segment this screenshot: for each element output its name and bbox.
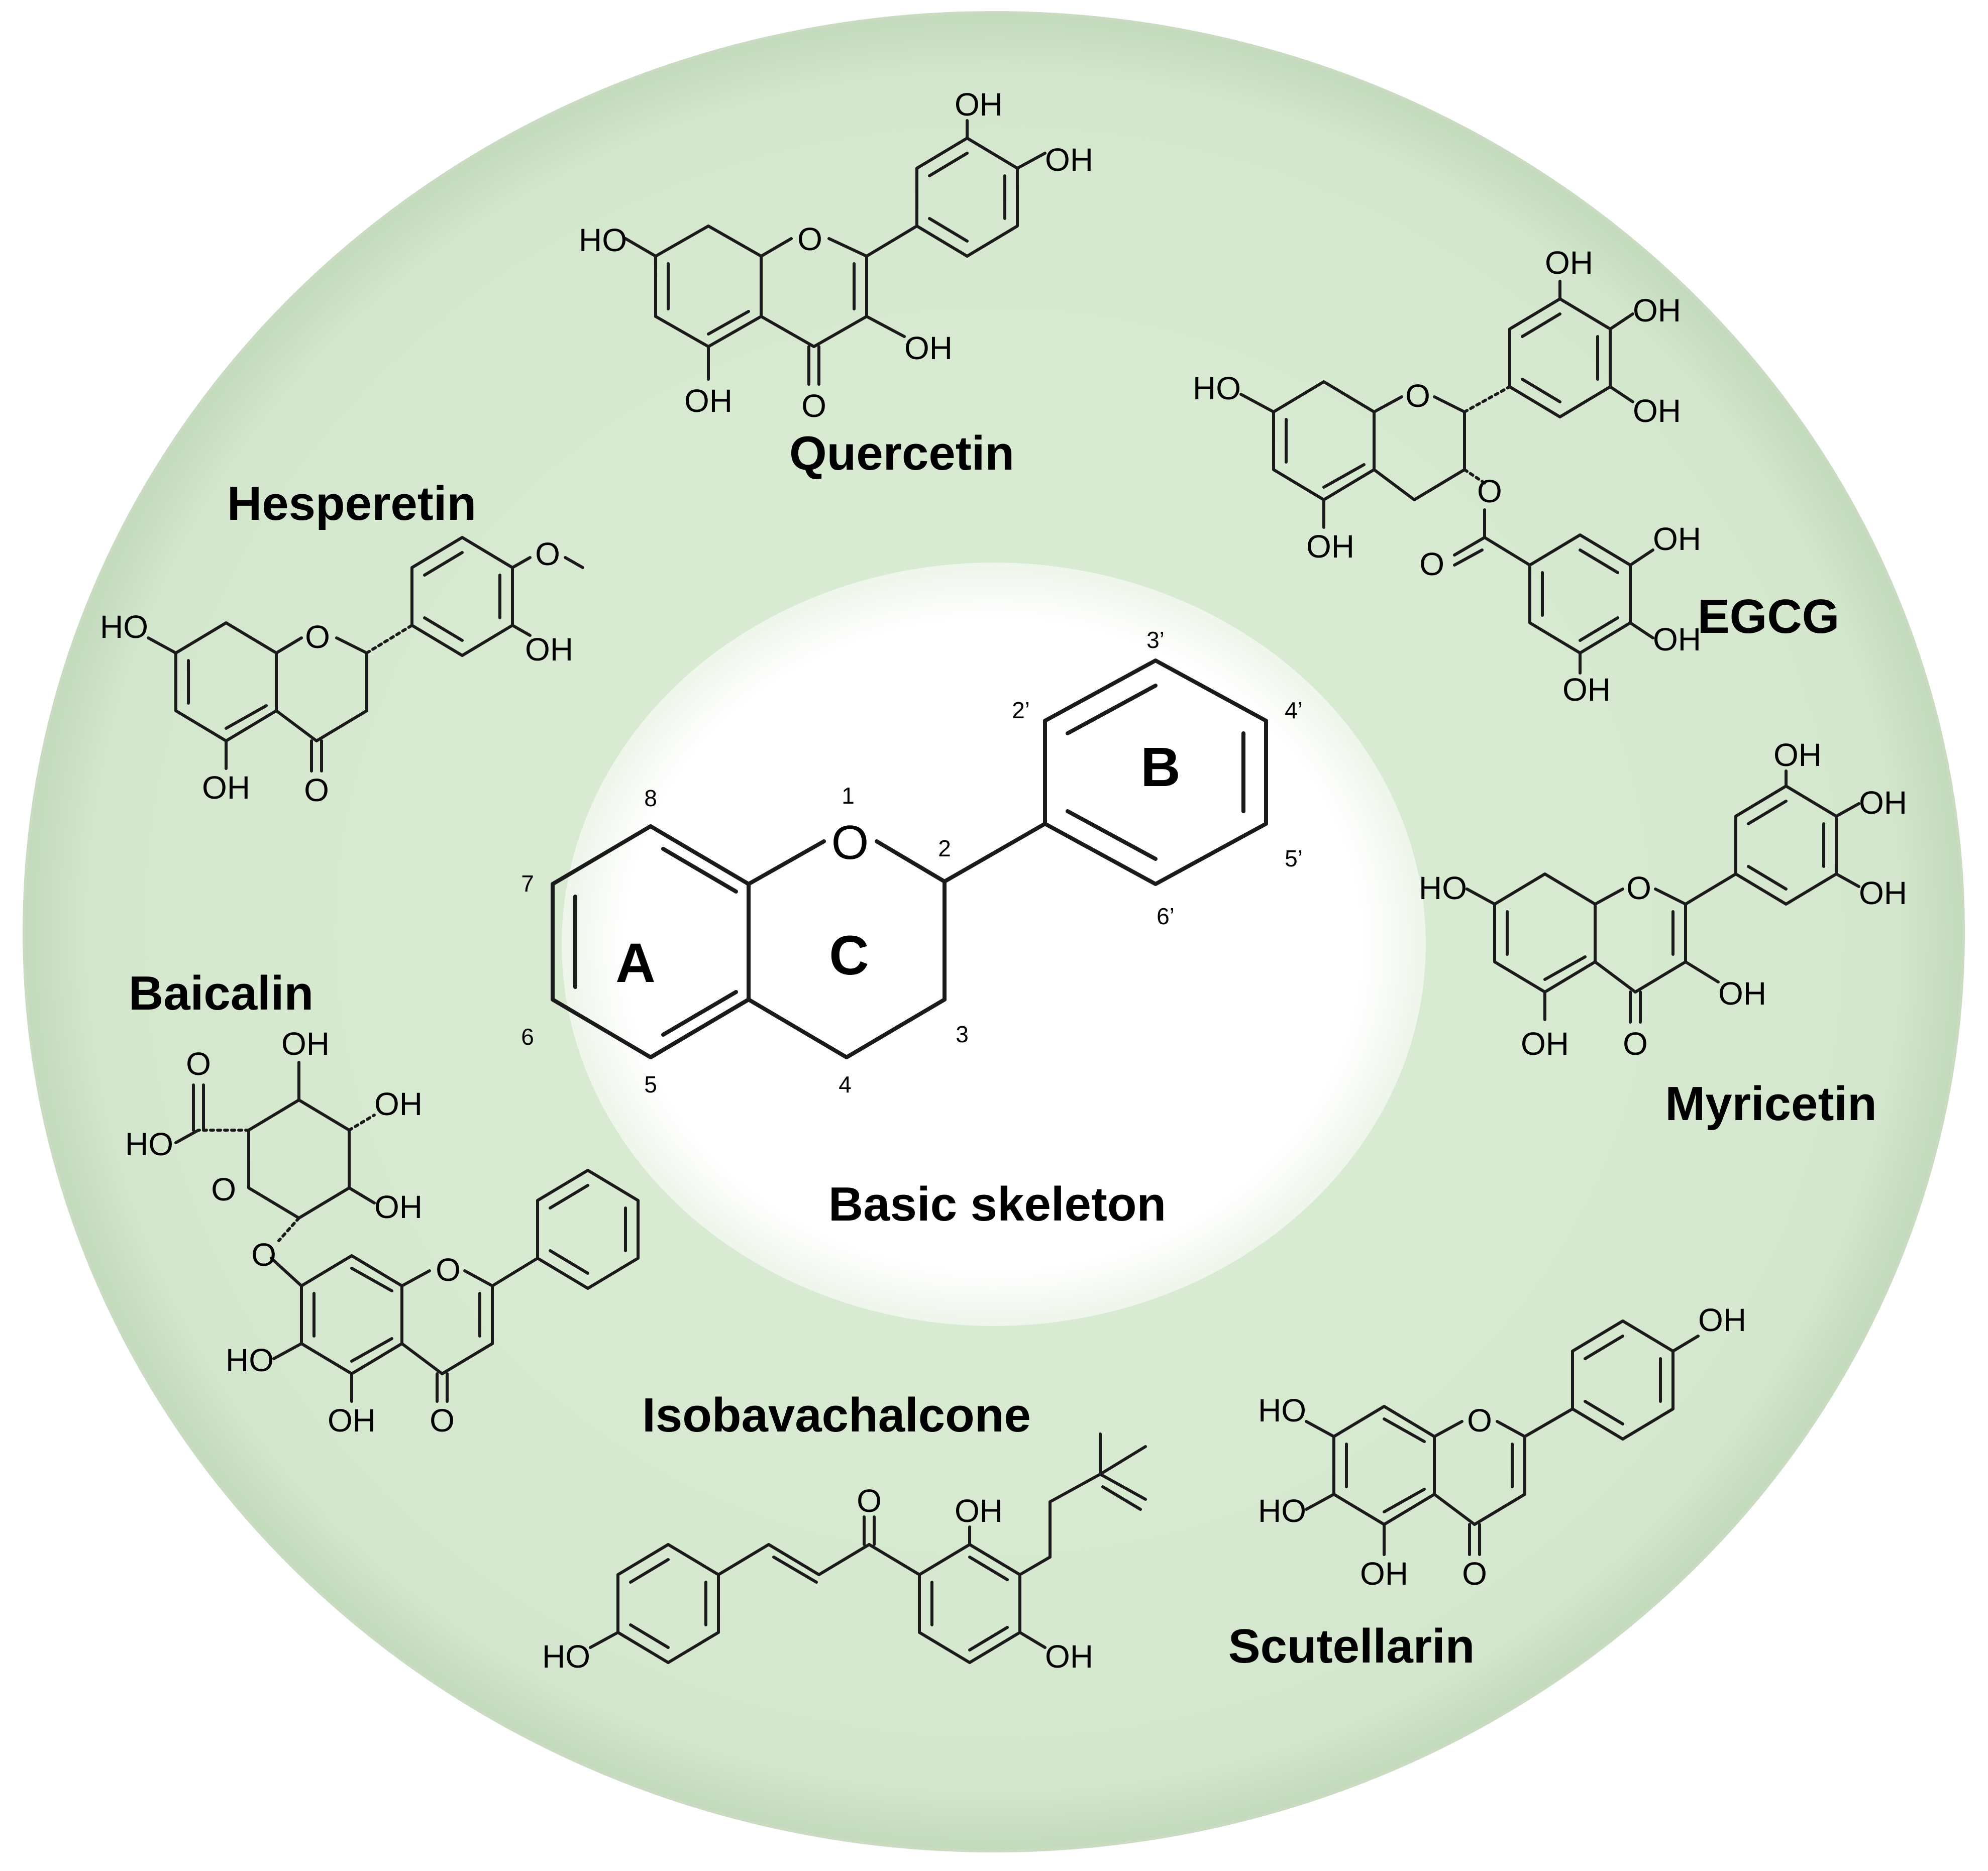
baicalin-structure: O HO O OH OH OH O HO OH O O Baicalin <box>125 966 640 1439</box>
baicalin-acid-carbonyl-oxygen: O <box>186 1046 211 1082</box>
baicalin-sugar-hydroxyl-1: OH <box>281 1026 330 1062</box>
position-3: 3 <box>956 1021 969 1047</box>
hesperetin-7-hydroxyl: HO <box>100 609 148 645</box>
position-4: 4 <box>839 1071 852 1097</box>
position-7: 7 <box>521 870 534 897</box>
myricetin-ring-oxygen: O <box>1626 870 1651 906</box>
position-3-prime: 3’ <box>1146 627 1165 653</box>
baicalin-sugar-ring-oxygen: O <box>211 1171 236 1207</box>
quercetin-3prime-hydroxyl: OH <box>955 86 1003 123</box>
baicalin-sugar-hydroxyl-2: OH <box>374 1086 423 1122</box>
myricetin-4prime-hydroxyl: OH <box>1859 785 1907 821</box>
isobavachalcone-4prime-hydroxyl: OH <box>1045 1638 1093 1675</box>
baicalin-sugar-hydroxyl-3: OH <box>374 1189 423 1225</box>
isobavachalcone-4-hydroxyl: HO <box>542 1638 590 1675</box>
egcg-ester-oxygen: O <box>1477 473 1502 509</box>
quercetin-7-hydroxyl: HO <box>579 222 627 258</box>
basic-skeleton-caption: Basic skeleton <box>828 1177 1166 1231</box>
myricetin-7-hydroxyl: HO <box>1419 870 1467 906</box>
myricetin-label: Myricetin <box>1665 1077 1876 1131</box>
egcg-galloyl-hydroxyl-1: OH <box>1653 521 1701 557</box>
ring-letter-b: B <box>1140 736 1180 798</box>
quercetin-3-hydroxyl: OH <box>904 330 953 366</box>
quercetin-5-hydroxyl: OH <box>684 383 733 419</box>
isobavachalcone-label: Isobavachalcone <box>642 1388 1031 1442</box>
position-8: 8 <box>644 785 657 811</box>
egcg-5-hydroxyl: OH <box>1306 528 1354 565</box>
egcg-label: EGCG <box>1698 590 1840 643</box>
baicalin-label: Baicalin <box>129 966 313 1020</box>
egcg-ring-oxygen: O <box>1405 378 1430 414</box>
scutellarin-carbonyl-oxygen: O <box>1462 1556 1487 1592</box>
baicalin-carbonyl-oxygen: O <box>430 1402 455 1439</box>
hesperetin-label: Hesperetin <box>227 477 476 530</box>
egcg-carbonyl-oxygen: O <box>1419 546 1444 582</box>
egcg-galloyl-hydroxyl-2: OH <box>1653 621 1701 657</box>
baicalin-glycoside-oxygen: O <box>251 1237 276 1273</box>
hesperetin-carbonyl-oxygen: O <box>304 772 329 808</box>
ring-letter-c: C <box>829 925 869 986</box>
hesperetin-ring-oxygen: O <box>305 619 330 655</box>
position-2-prime: 2’ <box>1012 697 1030 723</box>
ring-letter-a: A <box>615 932 655 994</box>
isobavachalcone-structure: HO O OH OH Isobavachalcone <box>542 1388 1147 1675</box>
egcg-b-ring-hydroxyl-3: OH <box>1633 393 1681 429</box>
myricetin-3-hydroxyl: OH <box>1718 975 1766 1012</box>
scutellarin-structure: HO HO OH O O OH Scutellarin <box>1228 1302 1746 1673</box>
position-4-prime: 4’ <box>1285 697 1303 723</box>
hesperetin-5-hydroxyl: OH <box>202 769 250 806</box>
position-6: 6 <box>521 1024 534 1050</box>
position-1: 1 <box>842 783 855 809</box>
quercetin-carbonyl-oxygen: O <box>801 388 826 424</box>
basic-skeleton-structure: O A C B 1 2 3 4 5 6 7 8 2’ 3’ 4’ 5’ 6’ B… <box>521 627 1303 1231</box>
scutellarin-7-hydroxyl: HO <box>1258 1392 1306 1428</box>
quercetin-4prime-hydroxyl: OH <box>1045 142 1093 178</box>
myricetin-3prime-hydroxyl: OH <box>1773 737 1822 773</box>
hesperetin-methoxy-oxygen: O <box>535 536 560 572</box>
quercetin-label: Quercetin <box>789 426 1014 480</box>
egcg-b-ring-hydroxyl-1: OH <box>1545 245 1593 281</box>
baicalin-5-hydroxyl: OH <box>328 1402 376 1439</box>
isobavachalcone-carbonyl-oxygen: O <box>857 1483 882 1519</box>
egcg-7-hydroxyl: HO <box>1193 370 1241 406</box>
myricetin-5-hydroxyl: OH <box>1521 1026 1569 1062</box>
scutellarin-4prime-hydroxyl: OH <box>1698 1302 1746 1338</box>
baicalin-6-hydroxyl: HO <box>226 1342 274 1378</box>
isobavachalcone-2prime-hydroxyl: OH <box>955 1493 1003 1529</box>
egcg-b-ring-hydroxyl-2: OH <box>1633 292 1681 328</box>
myricetin-carbonyl-oxygen: O <box>1623 1026 1648 1062</box>
egcg-structure: O HO OH O O OH OH OH OH OH OH EGCG <box>1193 245 1839 708</box>
scutellarin-ring-oxygen: O <box>1467 1402 1492 1439</box>
position-2: 2 <box>938 835 951 861</box>
position-5: 5 <box>644 1071 657 1097</box>
hesperetin-structure: O HO OH O O OH Hesperetin <box>100 477 584 808</box>
scutellarin-5-hydroxyl: OH <box>1360 1556 1408 1592</box>
inner-hole <box>562 563 1426 1326</box>
scutellarin-label: Scutellarin <box>1228 1619 1475 1673</box>
position-6-prime: 6’ <box>1157 903 1175 929</box>
quercetin-structure: O HO OH O OH OH OH Quercetin <box>579 86 1093 480</box>
myricetin-structure: O HO OH O OH OH OH OH Myricetin <box>1419 737 1907 1131</box>
scutellarin-6-hydroxyl: HO <box>1258 1493 1306 1529</box>
egcg-galloyl-hydroxyl-3: OH <box>1562 672 1611 708</box>
baicalin-acid-hydroxyl: HO <box>125 1126 173 1162</box>
baicalin-ring-oxygen: O <box>436 1252 461 1288</box>
quercetin-ring-oxygen: O <box>797 221 822 257</box>
skeleton-oxygen: O <box>831 816 869 869</box>
myricetin-5prime-hydroxyl: OH <box>1859 875 1907 911</box>
hesperetin-3prime-hydroxyl: OH <box>525 631 573 668</box>
position-5-prime: 5’ <box>1285 845 1303 871</box>
